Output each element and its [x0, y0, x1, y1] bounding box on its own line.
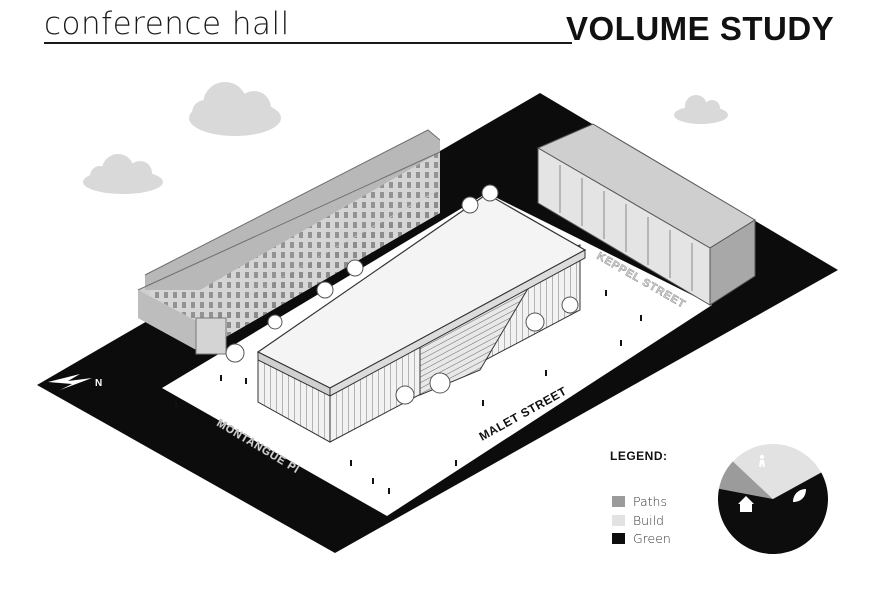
- cloud-icon: [83, 154, 163, 194]
- legend-label: Paths: [633, 493, 667, 509]
- legend-swatch: [612, 532, 625, 544]
- pie-slice-build: [732, 444, 822, 499]
- legend-item-paths: Paths: [612, 493, 667, 509]
- pie-slice-paths: [718, 461, 773, 499]
- legend-swatch: [612, 514, 625, 526]
- page-title-conference-hall: conference hall: [44, 6, 290, 42]
- cloud-icon: [674, 95, 728, 124]
- page-title-volume-study: VOLUME STUDY: [566, 10, 835, 47]
- title-underline: [44, 42, 572, 44]
- north-arrow-icon: [48, 374, 92, 390]
- north-label: N: [95, 378, 102, 389]
- cloud-icon: [189, 82, 281, 136]
- house-icon: [738, 496, 754, 512]
- legend-title: LEGEND:: [610, 449, 668, 463]
- legend-item-build: Build: [612, 512, 664, 528]
- pedestrian-figures: [175, 290, 642, 494]
- terrace-housing-block: [137, 129, 441, 355]
- legend-label: Build: [633, 512, 664, 528]
- legend-swatch: [612, 495, 625, 507]
- office-block: [536, 123, 756, 306]
- conference-hall-building: [256, 193, 587, 443]
- legend-item-green: Green: [612, 530, 671, 546]
- land-use-pie-chart: [718, 444, 828, 554]
- leaf-icon: [793, 489, 806, 502]
- pedestrian-icon: [759, 454, 765, 467]
- legend-label: Green: [633, 530, 671, 546]
- tree-icon: [225, 184, 579, 405]
